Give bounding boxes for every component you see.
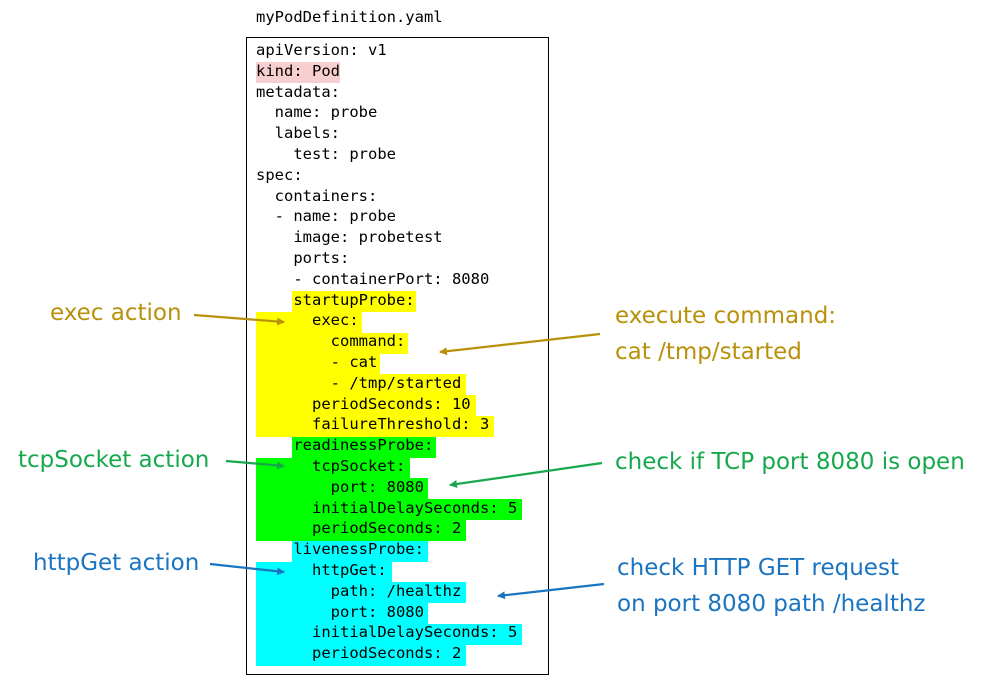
file-name: myPodDefinition.yaml [256, 8, 443, 26]
http-description-line2: on port 8080 path /healthz [617, 591, 926, 617]
code-line: failureThreshold: 3 [256, 415, 490, 434]
code-line: kind: Pod [256, 61, 340, 80]
readiness-port-highlight [256, 478, 428, 499]
tcp-description-arrow [449, 461, 603, 488]
code-line: - cat [256, 352, 378, 371]
code-line: startupProbe: [256, 290, 415, 309]
code-line: command: [256, 332, 406, 351]
code-line: containers: [256, 186, 378, 205]
code-line: tcpSocket: [256, 456, 406, 475]
code-line: ports: [256, 248, 350, 267]
exec-description-line2: cat /tmp/started [615, 339, 802, 365]
code-line: port: 8080 [256, 477, 424, 496]
readiness-probe-highlight [292, 437, 436, 458]
exec-action-arrow [193, 313, 285, 326]
code-line: test: probe [256, 144, 396, 163]
startup-failure-highlight [256, 416, 494, 437]
http-action-arrow [209, 562, 285, 576]
tcp-action-arrow [225, 459, 285, 470]
tcp-socket-action-label: tcpSocket action [18, 447, 210, 473]
startup-probe-highlight [292, 291, 416, 312]
code-line: labels: [256, 124, 340, 143]
liveness-delay-highlight [256, 624, 522, 645]
startup-period-highlight [256, 395, 476, 416]
exec-action-label: exec action [50, 300, 182, 326]
liveness-probe-highlight [292, 541, 428, 562]
code-line: livenessProbe: [256, 540, 424, 559]
http-description-arrow [497, 582, 605, 600]
code-line: periodSeconds: 10 [256, 394, 471, 413]
http-description-line1: check HTTP GET request [617, 555, 899, 581]
code-line: name: probe [256, 103, 378, 122]
code-line: - name: probe [256, 207, 396, 226]
readiness-delay-highlight [256, 499, 522, 520]
code-line: exec: [256, 311, 359, 330]
code-line: httpGet: [256, 560, 387, 579]
liveness-path-highlight [256, 582, 466, 603]
readiness-tcp-highlight [256, 458, 410, 479]
code-line: image: probetest [256, 228, 443, 247]
code-line: - containerPort: 8080 [256, 269, 490, 288]
exec-description-arrow [439, 332, 601, 356]
code-line: path: /healthz [256, 581, 462, 600]
liveness-period-highlight [256, 645, 466, 666]
code-line: periodSeconds: 2 [256, 644, 462, 663]
tcp-description: check if TCP port 8080 is open [615, 449, 965, 475]
code-line: apiVersion: v1 [256, 41, 387, 59]
code-line: periodSeconds: 2 [256, 519, 462, 538]
startup-cat-highlight [256, 354, 380, 375]
code-line: metadata: [256, 82, 340, 101]
startup-exec-highlight [256, 312, 362, 333]
yaml-code: apiVersion: v1 kind: Pod metadata: name: p… [256, 40, 517, 664]
exec-description-line1: execute command: [615, 303, 837, 329]
code-line: port: 8080 [256, 602, 424, 621]
kind-highlight [256, 62, 340, 83]
http-get-action-label: httpGet action [33, 550, 200, 576]
code-line: readinessProbe: [256, 436, 434, 455]
startup-path-highlight [256, 374, 466, 395]
liveness-httpget-highlight [256, 562, 392, 583]
liveness-port-highlight [256, 603, 428, 624]
code-line: initialDelaySeconds: 5 [256, 623, 518, 642]
readiness-period-highlight [256, 520, 466, 541]
code-line: - /tmp/started [256, 373, 462, 392]
startup-command-highlight [256, 333, 408, 354]
code-line: spec: [256, 165, 303, 184]
code-line: initialDelaySeconds: 5 [256, 498, 518, 517]
